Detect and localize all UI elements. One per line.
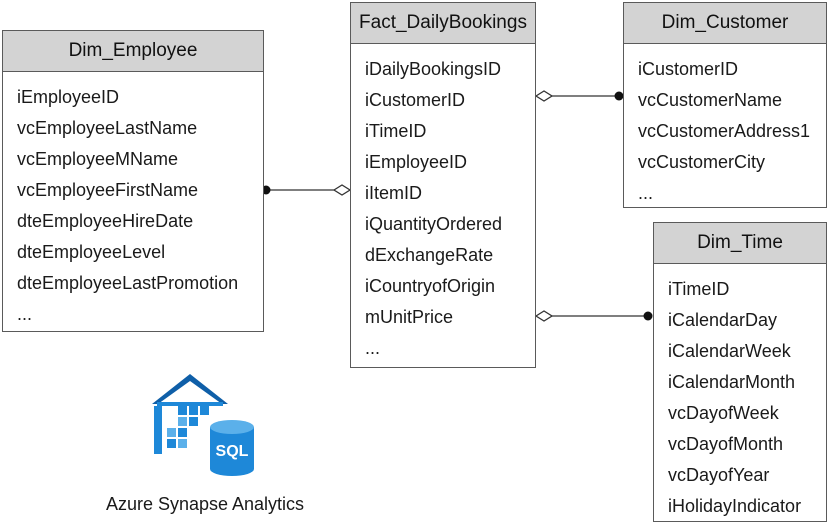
many-end-diamond (534, 310, 554, 322)
field-list: iTimeID iCalendarDay iCalendarWeek iCale… (654, 264, 826, 522)
field-item: iCustomerID (638, 59, 739, 79)
field-item: vcEmployeeFirstName (17, 180, 199, 200)
field-item: iTimeID (365, 121, 427, 141)
employee-fact-relationship (261, 184, 352, 196)
field-item: iCustomerID (365, 90, 466, 110)
table-title: Dim_Employee (3, 31, 263, 72)
field-item: iQuantityOrdered (365, 214, 503, 234)
field-item: vcCustomerAddress1 (638, 121, 811, 141)
field-item: dteEmployeeLastPromotion (17, 273, 239, 293)
field-item: iCalendarMonth (668, 372, 796, 392)
fact-customer-relationship (534, 90, 624, 102)
dim-employee-table: Dim_Employee iEmployeeID vcEmployeeLastN… (2, 30, 264, 332)
field-item: iEmployeeID (365, 152, 468, 172)
fact-dailybookings-table: Fact_DailyBookings iDailyBookingsID iCus… (350, 2, 536, 368)
field-item: vcDayofYear (668, 465, 770, 485)
field-list: iEmployeeID vcEmployeeLastName vcEmploye… (3, 72, 263, 330)
field-item: vcCustomerCity (638, 152, 766, 172)
field-item: iHolidayIndicator (668, 496, 802, 516)
field-item: mUnitPrice (365, 307, 454, 327)
azure-synapse-analytics-icon: SQL (152, 374, 254, 476)
field-item: ... (365, 338, 381, 358)
table-title: Dim_Time (654, 223, 826, 264)
many-end-diamond (332, 184, 352, 196)
field-item: dteEmployeeLevel (17, 242, 166, 262)
sql-badge-text: SQL (216, 443, 249, 460)
field-item: vcEmployeeLastName (17, 118, 198, 138)
logo-caption: Azure Synapse Analytics (105, 494, 305, 514)
field-item: iItemID (365, 183, 423, 203)
table-title: Fact_DailyBookings (351, 3, 535, 44)
field-item: iTimeID (668, 279, 730, 299)
roof-shape (152, 374, 228, 404)
fact-time-relationship (534, 310, 653, 322)
field-item: iEmployeeID (17, 87, 120, 107)
field-item: iDailyBookingsID (365, 59, 502, 79)
field-item: ... (17, 304, 33, 324)
field-item: iCalendarWeek (668, 341, 791, 361)
field-item: vcEmployeeMName (17, 149, 179, 169)
field-item: dExchangeRate (365, 245, 494, 265)
field-list: iDailyBookingsID iCustomerID iTimeID iEm… (351, 44, 535, 364)
field-item: vcCustomerName (638, 90, 783, 110)
field-item: iCountryofOrigin (365, 276, 496, 296)
many-end-diamond (534, 90, 554, 102)
field-item: vcDayofMonth (668, 434, 784, 454)
field-item: dteEmployeeHireDate (17, 211, 194, 231)
field-item: ... (638, 183, 654, 203)
field-item: vcDayofWeek (668, 403, 779, 423)
one-end-dot (643, 311, 653, 321)
table-title: Dim_Customer (624, 3, 826, 44)
dim-customer-table: Dim_Customer iCustomerID vcCustomerName … (623, 2, 827, 208)
field-item: iCalendarDay (668, 310, 778, 330)
field-list: iCustomerID vcCustomerName vcCustomerAdd… (624, 44, 826, 209)
dim-time-table: Dim_Time iTimeID iCalendarDay iCalendarW… (653, 222, 827, 522)
